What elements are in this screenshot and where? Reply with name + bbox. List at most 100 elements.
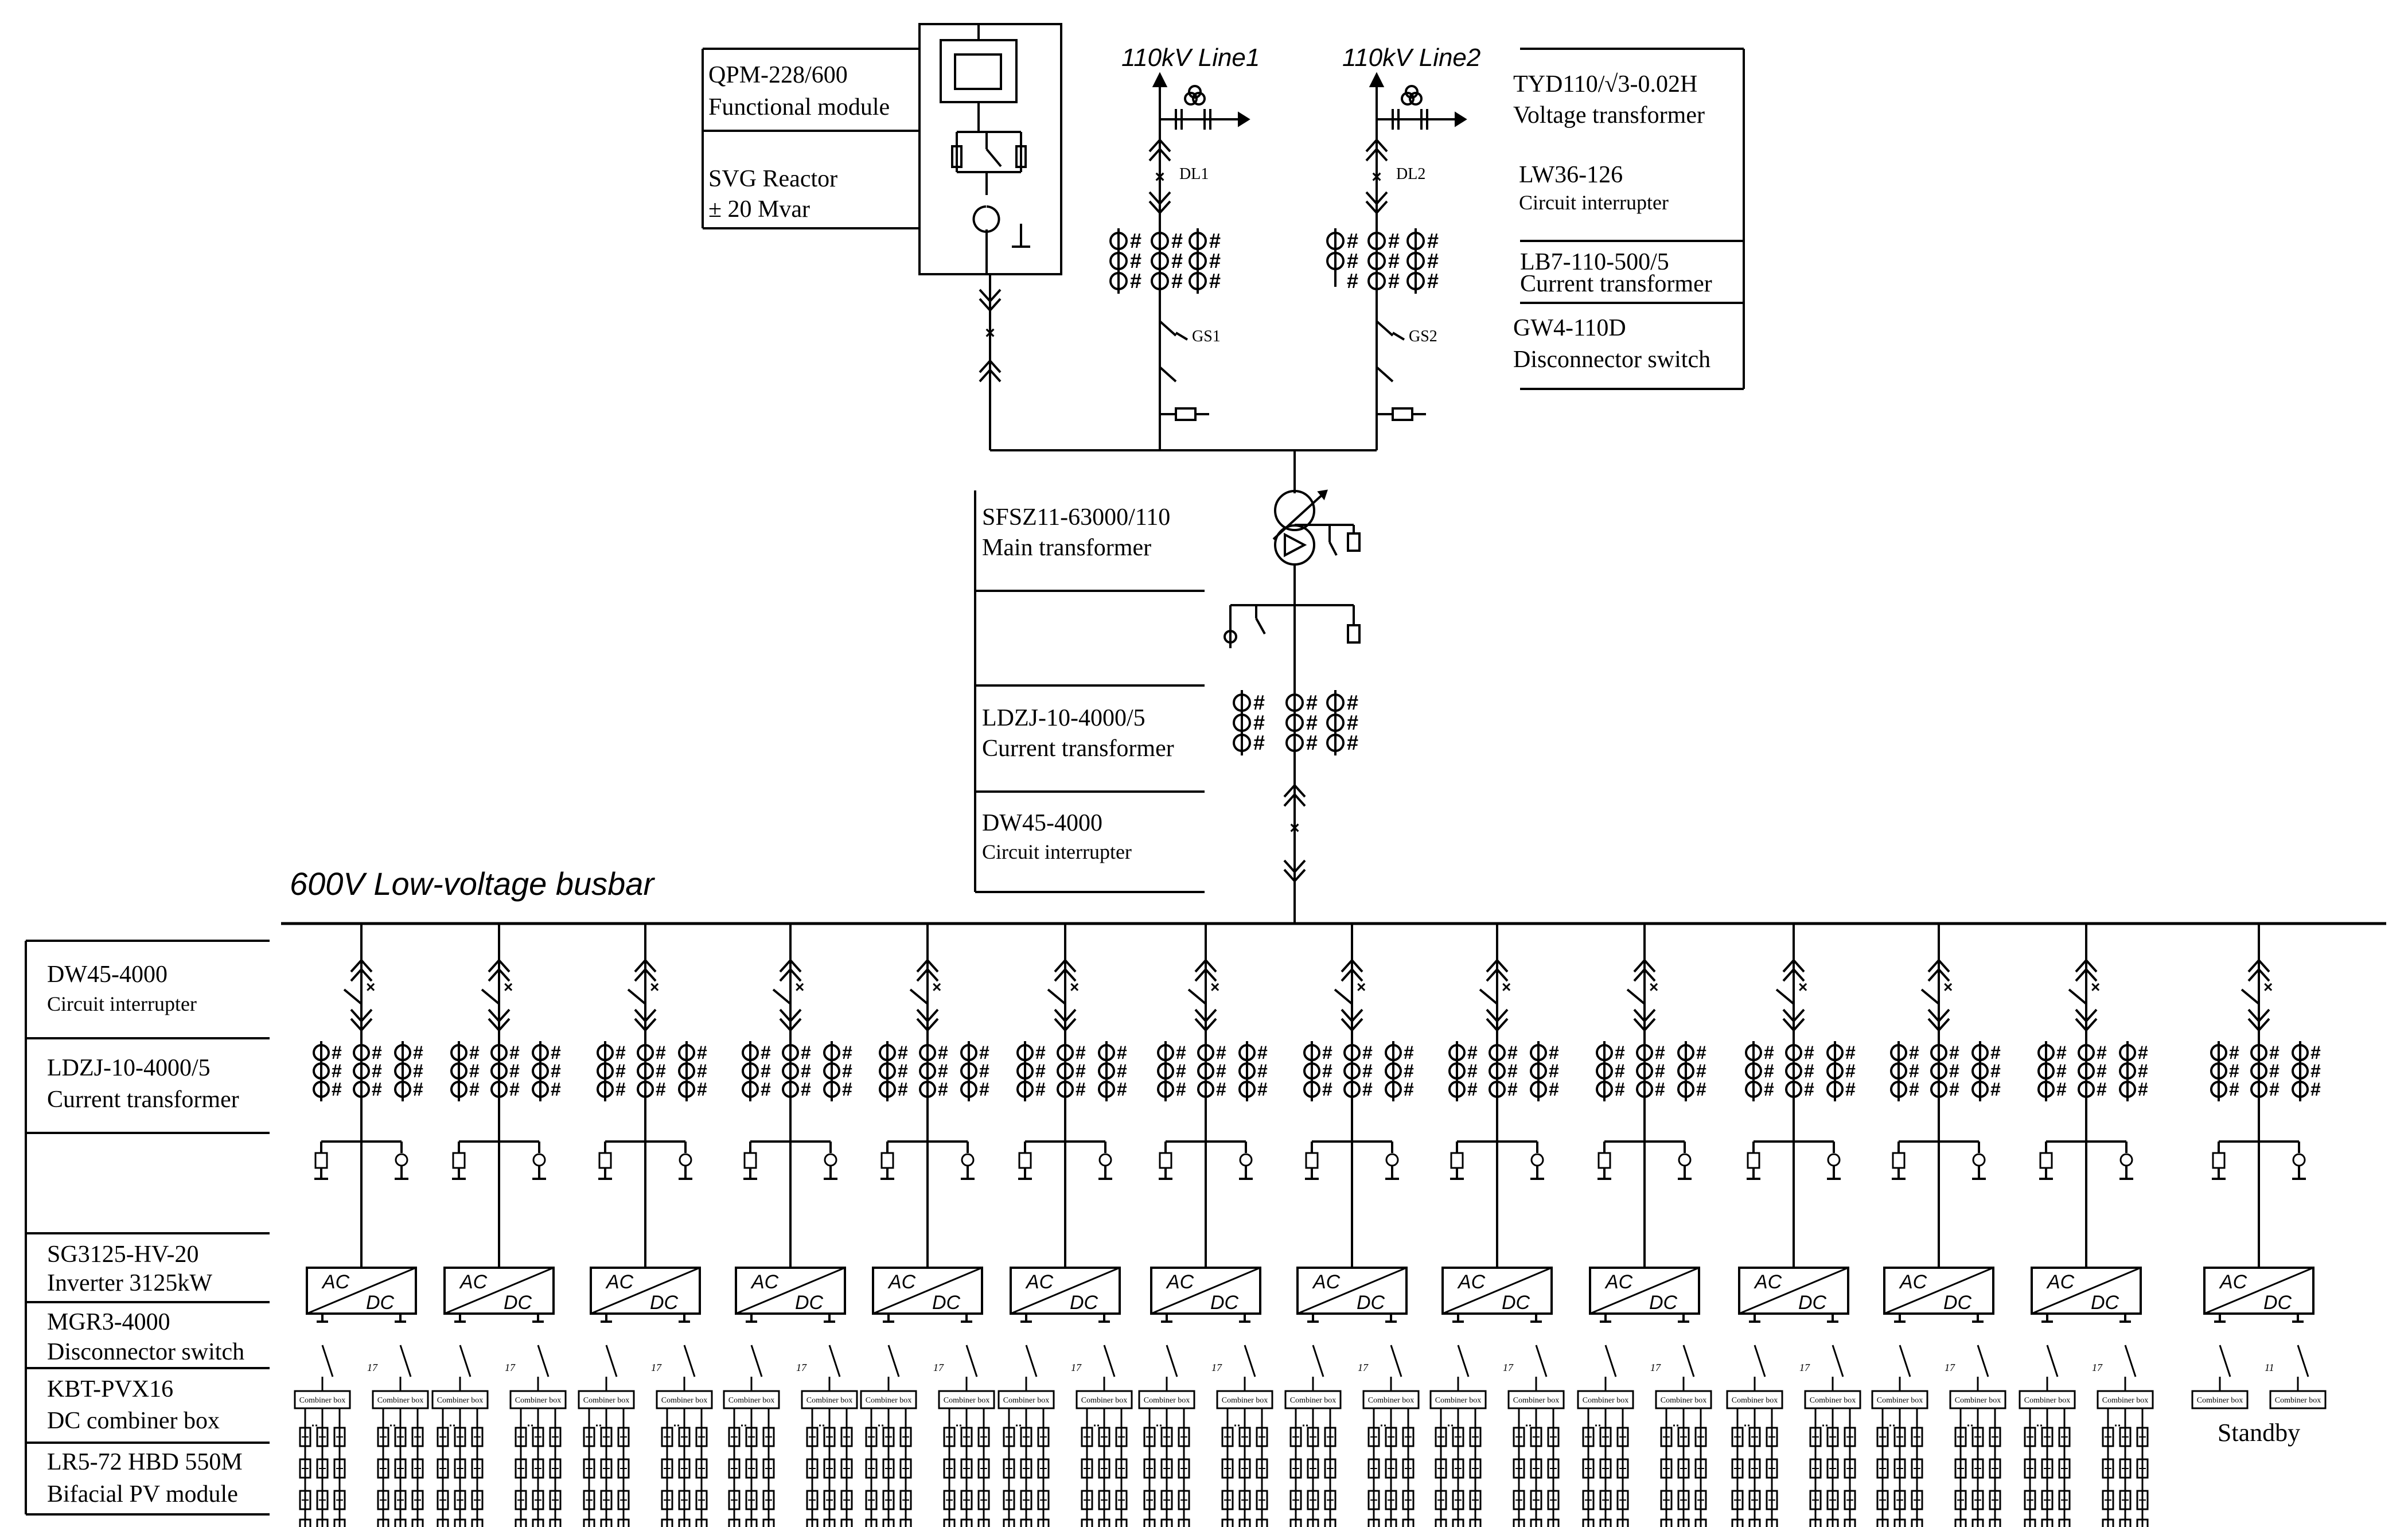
ct-coil <box>678 1044 695 1061</box>
ct-mark: # <box>1117 1079 1127 1100</box>
ct-coil <box>1530 1081 1547 1098</box>
ct-coil <box>1971 1081 1989 1098</box>
wire <box>1166 1345 1178 1377</box>
combiner-box <box>2269 1390 2327 1409</box>
pt-symbol <box>1972 1153 1986 1167</box>
ct-mark: # <box>2056 1061 2067 1081</box>
wire <box>1010 1267 1120 1315</box>
ct-mark: # <box>1845 1042 1856 1063</box>
lv-ct-desc: Current transformer <box>47 1086 239 1113</box>
inverter-ac-label: AC <box>1457 1271 1486 1293</box>
pt-symbol <box>1385 1153 1399 1167</box>
pt-symbol <box>1678 1153 1692 1167</box>
wire <box>1626 988 1646 1005</box>
ct-mark: # <box>1362 1042 1373 1063</box>
combiner-box <box>1362 1390 1420 1409</box>
ct-mark: # <box>1388 229 1400 252</box>
ct-mark: # <box>413 1079 423 1100</box>
ct-coil <box>1636 1081 1653 1098</box>
ct-coil <box>637 1044 654 1061</box>
ct-mark: # <box>2229 1042 2239 1063</box>
ct-mark: # <box>372 1042 382 1063</box>
ct-coil <box>2210 1044 2227 1061</box>
ct-mark: # <box>1655 1079 1665 1100</box>
ct-mark: # <box>2097 1061 2107 1081</box>
wire <box>1899 1345 1911 1377</box>
ct-mark: # <box>1615 1061 1625 1081</box>
ct-mark: # <box>938 1061 948 1081</box>
ct-mark: # <box>1176 1079 1186 1100</box>
breaker-mark: × <box>366 978 375 996</box>
wire <box>2031 1267 2141 1315</box>
wire <box>1442 1267 1552 1315</box>
ct-coil <box>1930 1062 1947 1080</box>
wire <box>1775 988 1795 1005</box>
ct-mark: # <box>615 1079 626 1100</box>
inverter-dc-label: DC <box>1502 1292 1530 1314</box>
inverter-box <box>1441 1267 1553 1315</box>
ct-mark: # <box>1507 1079 1518 1100</box>
wire <box>2204 1267 2314 1315</box>
wire <box>1297 1267 1407 1315</box>
ct-mark: # <box>1322 1079 1332 1100</box>
combiner-count: 17 <box>1799 1362 1810 1373</box>
pt-symbol <box>2119 1153 2133 1167</box>
ct-mark: # <box>1696 1042 1706 1063</box>
ct-coil <box>1238 1081 1256 1098</box>
ct-model: LB7-110-500/5 <box>1520 249 1669 275</box>
busbar-label: 600V Low-voltage busbar <box>290 866 655 902</box>
ct-coil <box>394 1044 411 1061</box>
inverter-dc-label: DC <box>1070 1292 1098 1314</box>
inverter-box <box>1296 1267 1408 1315</box>
ct-mark: # <box>697 1042 707 1063</box>
ct-mark: # <box>1076 1042 1086 1063</box>
ct-coil <box>879 1044 896 1061</box>
combiner-box-label: Combiner box <box>944 1396 990 1405</box>
main-transformer-model: SFSZ11-63000/110 <box>982 504 1170 531</box>
ct-coil <box>2210 1081 2227 1098</box>
inverter-box <box>735 1267 846 1315</box>
wire <box>399 1345 412 1377</box>
combiner-box-label: Combiner box <box>2024 1396 2071 1405</box>
ct-mark: # <box>551 1042 561 1063</box>
ct-mark: # <box>1507 1061 1518 1081</box>
ct-mark: # <box>1696 1061 1706 1081</box>
ct-mark: # <box>656 1061 666 1081</box>
ct-coil <box>1197 1081 1214 1098</box>
wire <box>887 1345 900 1377</box>
ct-mark: # <box>1404 1042 1414 1063</box>
ct-coil <box>2119 1081 2136 1098</box>
ct-mark: # <box>2310 1042 2321 1063</box>
ct-coil <box>637 1062 654 1080</box>
ct-coil <box>490 1081 508 1098</box>
inverter-box <box>1010 1267 1121 1315</box>
ct-mark: # <box>1388 249 1400 272</box>
wire <box>537 1345 550 1377</box>
ct-coil <box>1826 1062 1844 1080</box>
ct-coil <box>1197 1044 1214 1061</box>
ct-coil <box>1157 1062 1174 1080</box>
ct-coil <box>1016 1044 1034 1061</box>
ct-coil <box>2292 1044 2309 1061</box>
combiner-box <box>656 1390 713 1409</box>
ct-coil <box>1197 1062 1214 1080</box>
ct-mark: # <box>1990 1061 2001 1081</box>
inverter-box <box>1589 1267 1700 1315</box>
ct-coil <box>678 1081 695 1098</box>
breaker-mark: × <box>1798 978 1807 996</box>
ct-coil <box>879 1081 896 1098</box>
combiner-count: 17 <box>1358 1362 1369 1373</box>
ct-mark: # <box>2269 1061 2280 1081</box>
ct-coil <box>2078 1081 2095 1098</box>
ct-mark: # <box>615 1061 626 1081</box>
ct-coil <box>450 1062 467 1080</box>
ct-coil <box>1057 1062 1074 1080</box>
inverter-dc-label: DC <box>795 1292 824 1314</box>
ct-mark: # <box>1467 1042 1478 1063</box>
ct-mark: # <box>551 1079 561 1100</box>
